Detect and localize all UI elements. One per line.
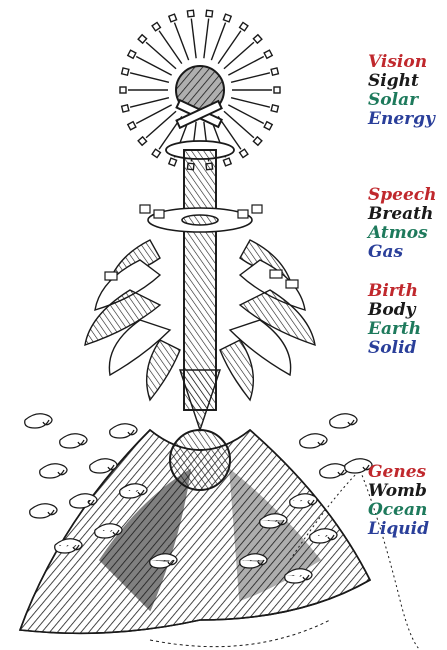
ray-block: [264, 122, 272, 130]
ray-block: [274, 87, 280, 93]
ray-block: [206, 10, 213, 17]
label-breath: Breath: [368, 205, 437, 224]
scroll-curl: [30, 504, 57, 518]
ray-block: [187, 10, 194, 17]
label-solid: Solid: [368, 339, 421, 358]
sun-ray: [130, 98, 169, 108]
ray-block: [223, 158, 231, 166]
ray-block: [122, 68, 129, 75]
ray-block: [253, 137, 261, 145]
label-group-vision: Vision Sight Solar Energy: [368, 53, 435, 129]
label-energy: Energy: [368, 110, 435, 129]
ray-block: [152, 22, 160, 30]
scroll-curl: [320, 464, 347, 478]
ray-block: [128, 50, 136, 58]
sun-ray: [218, 31, 241, 64]
label-liquid: Liquid: [368, 520, 429, 539]
label-birth: Birth: [368, 282, 421, 301]
ray-block: [253, 35, 261, 43]
label-ocean: Ocean: [368, 501, 429, 520]
ray-block: [223, 14, 231, 22]
scroll-curl: [300, 434, 327, 448]
ray-block: [138, 35, 146, 43]
label-speech: Speech: [368, 186, 437, 205]
label-sight: Sight: [368, 72, 435, 91]
ray-block: [271, 68, 278, 75]
sun-ray: [191, 19, 196, 59]
ray-block: [264, 50, 272, 58]
ray-block: [240, 149, 248, 157]
label-solar: Solar: [368, 91, 435, 110]
label-gas: Gas: [368, 243, 437, 262]
label-atmos: Atmos: [368, 224, 437, 243]
sun-ray: [204, 19, 209, 59]
label-earth: Earth: [368, 320, 421, 339]
sun-ray: [130, 73, 169, 83]
scroll-curl: [110, 424, 137, 438]
label-womb: Womb: [368, 482, 429, 501]
ray-block: [240, 22, 248, 30]
label-body: Body: [368, 301, 421, 320]
scroll-curl: [40, 464, 67, 478]
label-genes: Genes: [368, 463, 429, 482]
ray-block: [120, 87, 126, 93]
sun-ray: [174, 23, 188, 60]
scroll-curl: [25, 414, 52, 428]
scroll-curl: [330, 414, 357, 428]
ray-block: [122, 105, 129, 112]
sun-ray: [231, 98, 270, 108]
ray-block: [271, 105, 278, 112]
ray-block: [169, 14, 177, 22]
ray-block: [138, 137, 146, 145]
ray-block: [128, 122, 136, 130]
label-group-birth: Birth Body Earth Solid: [368, 282, 421, 358]
base-sphere: [170, 430, 230, 490]
scroll-curl: [60, 434, 87, 448]
label-group-speech: Speech Breath Atmos Gas: [368, 186, 437, 262]
label-group-genes: Genes Womb Ocean Liquid: [368, 463, 429, 539]
sun-ray: [211, 23, 225, 60]
label-vision: Vision: [368, 53, 435, 72]
ray-block: [169, 158, 177, 166]
sun-ray: [231, 73, 270, 83]
ray-block: [152, 149, 160, 157]
sun-ray: [159, 31, 182, 64]
